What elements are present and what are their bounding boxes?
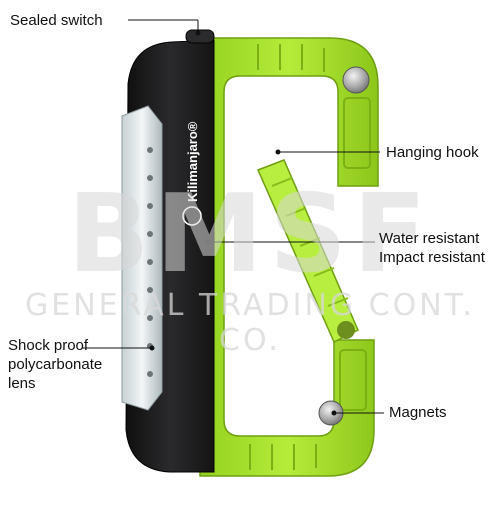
callout-shock-line-1: Shock proof xyxy=(8,337,89,354)
led-array xyxy=(147,147,153,377)
callout-hanging-hook-text: Hanging hook xyxy=(386,144,479,161)
magnet-top xyxy=(342,66,370,94)
callout-leaders xyxy=(82,19,384,416)
gate-ribs xyxy=(271,177,349,307)
callout-water-resistant-text: Water resistant xyxy=(379,230,480,247)
callout-shock-line-3: lens xyxy=(8,375,36,392)
hook-gate xyxy=(256,159,359,344)
brand-mountain-icon xyxy=(182,206,202,226)
frame-ribs xyxy=(249,44,371,470)
callout-impact-resistant-text: Impact resistant xyxy=(379,249,485,266)
callout-shock-line-2: polycarbonate xyxy=(8,356,103,373)
polycarbonate-lens xyxy=(121,105,163,411)
brand-logo: Kilimanjaro® xyxy=(182,121,202,226)
brand-logo-text: Kilimanjaro® xyxy=(185,121,200,202)
callout-magnets: Magnets xyxy=(389,403,447,422)
gate-pivot xyxy=(337,321,355,339)
sealed-switch[interactable] xyxy=(185,29,215,44)
callout-water-impact: Water resistant Impact resistant xyxy=(379,229,485,267)
callout-shock-proof: Shock proof polycarbonate lens xyxy=(8,336,102,393)
callout-sealed-switch-text: Sealed switch xyxy=(10,12,103,29)
callout-magnets-text: Magnets xyxy=(389,404,447,421)
callout-sealed-switch: Sealed switch xyxy=(10,11,103,30)
callout-hanging-hook: Hanging hook xyxy=(386,143,479,162)
